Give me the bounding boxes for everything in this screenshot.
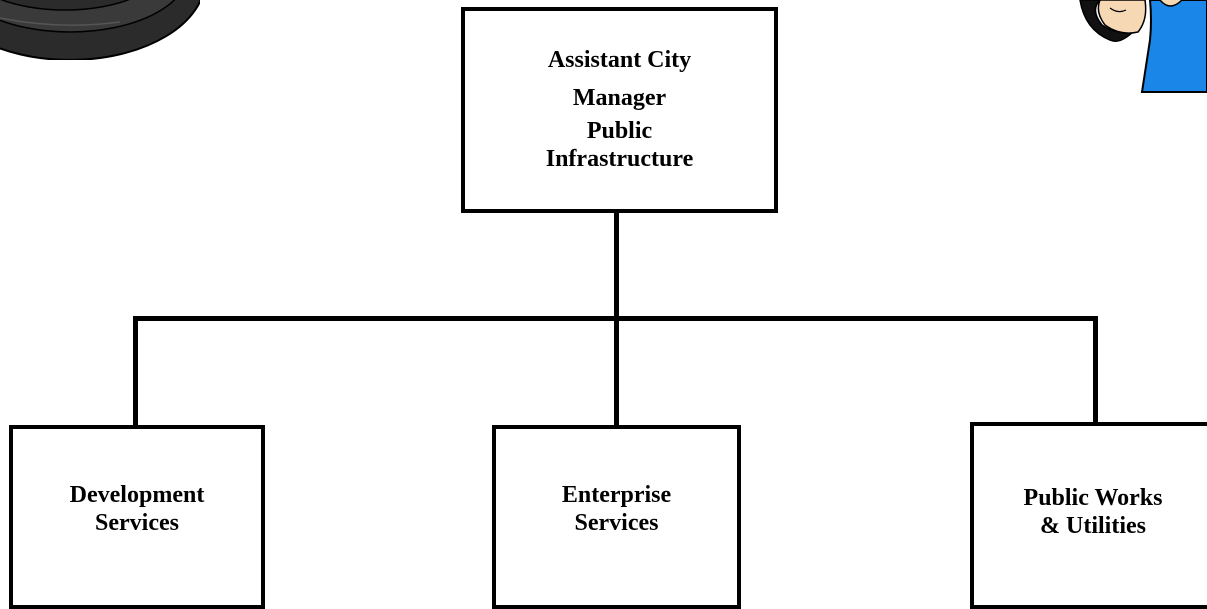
- node-line: Public Works: [1023, 484, 1163, 511]
- org-node-enterprise-services: Enterprise Services: [492, 425, 741, 609]
- org-node-public-works-utilities: Public Works & Utilities: [970, 422, 1207, 609]
- node-line: Assistant City: [547, 47, 692, 73]
- org-node-development-services: Development Services: [9, 425, 265, 609]
- connector-root-down: [614, 211, 619, 320]
- node-line: Development: [69, 482, 205, 508]
- connector-left-down: [133, 316, 138, 427]
- org-node-assistant-city-manager: Assistant City Manager Public Infrastruc…: [461, 7, 778, 213]
- node-line: & Utilities: [1040, 512, 1146, 539]
- node-line: Enterprise: [561, 482, 672, 508]
- node-line: Public: [586, 118, 653, 144]
- person-icon: [1079, 0, 1207, 93]
- node-line: Services: [95, 510, 179, 536]
- node-line: Services: [574, 510, 659, 536]
- tire-icon: [0, 0, 200, 60]
- node-line: Manager: [572, 85, 667, 111]
- connector-right-down: [1093, 316, 1098, 424]
- connector-mid-down: [614, 316, 619, 427]
- node-line: Infrastructure: [545, 146, 694, 172]
